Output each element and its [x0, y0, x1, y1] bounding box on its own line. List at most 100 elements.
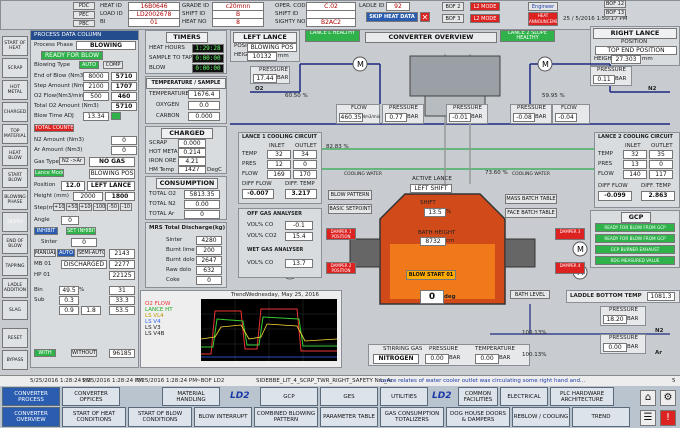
nav-reset[interactable]: RESET — [2, 328, 28, 348]
face-batch-table-button[interactable]: FACE BATCH TABLE — [505, 208, 557, 218]
total-counter-button[interactable]: TOTAL COUNTER — [34, 124, 74, 132]
trend-label: Trend — [231, 292, 247, 298]
legend-ls-v3: LS V3 — [145, 325, 161, 331]
vol-co-value: -0.1 — [285, 221, 313, 230]
nav-bypass[interactable]: BYPASS — [2, 350, 28, 370]
mass-batch-table-button[interactable]: MASS BATCH TABLE — [505, 194, 557, 204]
nav-gcp[interactable]: GCP — [260, 387, 318, 406]
nav-blowing-phase[interactable]: BLOWING PHASE — [2, 190, 28, 210]
nav-parameter-table[interactable]: PARAMETER TABLE — [320, 407, 378, 427]
without-button[interactable]: WITHOUT — [71, 349, 97, 357]
bof13-button[interactable]: BOF 13 — [604, 9, 626, 17]
nav-hot-metal[interactable]: HOT METAL — [2, 80, 28, 100]
bath-level-button[interactable]: BATH LEVEL — [510, 290, 550, 299]
trend-chart — [201, 299, 337, 361]
nav-end-of-blow[interactable]: END OF BLOW — [2, 234, 28, 254]
nav-trend[interactable]: TREND — [572, 407, 630, 427]
step-amount-set[interactable]: 2100 — [83, 82, 109, 91]
nav-converter-overview[interactable]: CONVERTER OVERVIEW — [2, 407, 60, 427]
hot-metal-label: HOT METAL — [149, 149, 181, 155]
pbc-button[interactable]: PBC — [73, 20, 95, 27]
blow-pattern-button[interactable]: BLOW PATTERN — [328, 190, 372, 200]
bof2-button[interactable]: BOF 2 — [442, 2, 464, 11]
ld2-label-1: LD2 — [230, 391, 250, 401]
bof3-button[interactable]: BOF 3 — [442, 14, 464, 23]
pressure-c-unit: BAR — [471, 114, 483, 120]
nav-common-facilities[interactable]: COMMON FACILITIES — [458, 387, 498, 406]
nav-ladle-addition[interactable]: LADLE ADDITION — [2, 278, 28, 298]
total-ar-label: TOTAL Ar — [149, 211, 175, 217]
left-lance-panel: LEFT LANCE POSITION BLOWING POS HEIGHT 1… — [230, 30, 300, 62]
nav-gas-consumption[interactable]: GAS CONSUMPTION TOTALIZERS — [380, 407, 444, 427]
alarm-icon[interactable]: ! — [660, 410, 676, 426]
l2-mode-button[interactable]: L2 MODE — [470, 2, 500, 11]
nav-charged[interactable]: CHARGED — [2, 102, 28, 122]
home-icon[interactable]: ⌂ — [640, 390, 656, 406]
damper3-indicator: DAMPER 3 — [555, 228, 585, 240]
sighty-label: SIGHTY NO — [275, 19, 306, 25]
nav-depth[interactable]: DEPTH — [2, 212, 28, 232]
engineer-button[interactable]: Engineer — [528, 2, 558, 11]
nav-utilities[interactable]: UTILITIES — [380, 387, 428, 406]
nav-electrical[interactable]: ELECTRICAL — [500, 387, 548, 406]
nav-start-of-blow-conditions[interactable]: START OF BLOW CONDITIONS — [128, 407, 192, 427]
lance-mode-button[interactable]: Lance Mode — [34, 169, 64, 177]
nav-blow-interrupt[interactable]: BLOW INTERRUPT — [194, 407, 252, 427]
nav-start-blow[interactable]: START BLOW — [2, 168, 28, 188]
nav-heat-blow[interactable]: HEAT BLOW — [2, 146, 28, 166]
nav-ges[interactable]: GES — [320, 387, 378, 406]
nav-slag[interactable]: SLAG — [2, 300, 28, 320]
right-lance-title: RIGHT LANCE — [593, 28, 677, 39]
br-pressure2-value: 0.00 — [603, 343, 627, 352]
close-icon[interactable]: ✕ — [420, 12, 430, 22]
n2-to-ar-button[interactable]: N2 ->Ar — [59, 157, 85, 165]
step-minus-10[interactable]: -10 — [120, 203, 132, 211]
o2-flow-set[interactable]: 500 — [83, 92, 109, 101]
nav-tapping[interactable]: TAPPING — [2, 256, 28, 276]
pdc-button[interactable]: PDC — [73, 2, 95, 10]
step-plus-10[interactable]: +10 — [53, 203, 65, 211]
with-button[interactable]: WITH — [34, 349, 56, 357]
blow-start-button[interactable]: BLOW START 01 — [406, 270, 456, 280]
nav-converter-offices[interactable]: CONVERTER OFFICES — [62, 387, 120, 406]
nav-plc-hardware[interactable]: PLC HARDWARE ARCHITECTURE — [550, 387, 614, 406]
gear-icon[interactable]: ⚙ — [660, 390, 676, 406]
left-lance-title: LEFT LANCE — [233, 32, 297, 43]
nav-reblow-cooling[interactable]: REBLOW / COOLING — [512, 407, 570, 427]
step-plus-100[interactable]: +100 — [79, 203, 92, 211]
nav-start-of-heat[interactable]: START OF HEAT — [2, 36, 28, 56]
bath-height-label: BATH HEIGHT — [418, 230, 456, 236]
gcp-title: GCP — [621, 212, 651, 223]
nav-converter-process[interactable]: CONVERTER PROCESS — [2, 387, 60, 406]
l2-mode-button-2[interactable]: L2 MODE — [470, 14, 500, 23]
settings-icon[interactable]: ☰ — [640, 410, 656, 426]
manual-button[interactable]: MANUAL — [34, 249, 56, 257]
rcc-pres-in: 13 — [623, 160, 647, 169]
basic-setpoint-button[interactable]: BASIC SETPOINT — [328, 204, 372, 214]
auto-button[interactable]: AUTO — [79, 61, 99, 69]
step-plus-50[interactable]: +50 — [66, 203, 78, 211]
semi-auto-button[interactable]: SEMI-AUTO — [77, 249, 105, 257]
heat-announcement-button[interactable]: HEAT ANNOUNCEMENT — [528, 12, 558, 26]
end-of-blow-set[interactable]: 8000 — [83, 72, 109, 81]
bof12-button[interactable]: BOF 12 — [604, 0, 626, 8]
nav-combined-blowing-pattern[interactable]: COMBINED BLOWING PATTERN — [254, 407, 318, 427]
pec-button[interactable]: PEC — [73, 11, 95, 19]
height-set[interactable]: 2000 — [73, 192, 103, 201]
nav-material-handling[interactable]: MATERIAL HANDLING — [162, 387, 220, 406]
step-minus-100[interactable]: -100 — [93, 203, 106, 211]
auto-button-2[interactable]: AUTO — [57, 249, 75, 257]
nav-dog-house-doors[interactable]: DOG HOUSE DOORS & DAMPERS — [446, 407, 510, 427]
inhibit-button[interactable]: INHIBIT — [34, 227, 58, 235]
w-value-1: 0.9 — [59, 306, 79, 315]
comp-button[interactable]: COMP — [103, 61, 123, 69]
right-pressure2-unit: BAR — [535, 114, 547, 120]
blow-time-ok-button[interactable] — [111, 112, 121, 120]
set-inhibit-button[interactable]: SET INHIBIT — [66, 227, 96, 235]
skip-heat-data-button[interactable]: SKIP HEAT DATA — [366, 12, 418, 22]
nav-start-of-heat-conditions[interactable]: START OF HEAT CONDITIONS — [62, 407, 126, 427]
nav-top-material[interactable]: TOP MATERIAL — [2, 124, 28, 144]
nav-scrap[interactable]: SCRAP — [2, 58, 28, 78]
br-pct-a: 100.13% — [522, 330, 547, 336]
step-minus-50[interactable]: -50 — [107, 203, 119, 211]
